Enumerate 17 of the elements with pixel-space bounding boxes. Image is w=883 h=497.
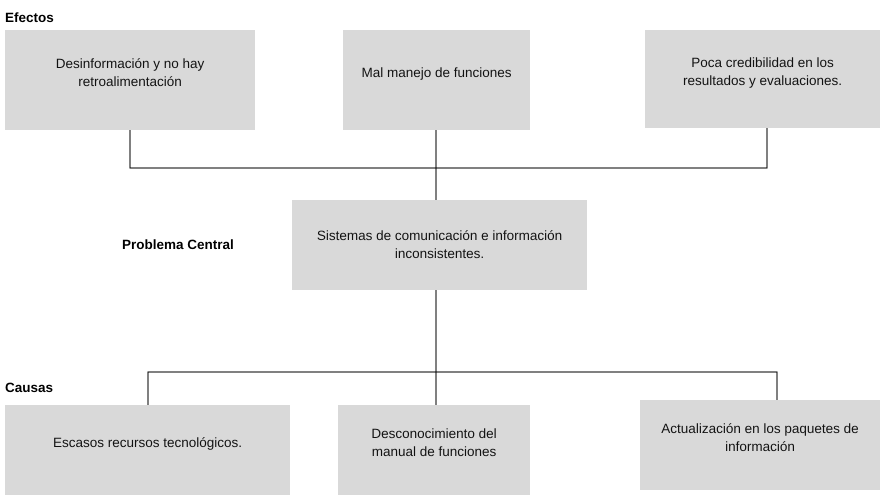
text-box — [640, 400, 880, 490]
text-box — [343, 30, 530, 130]
section-label: Efectos — [5, 10, 54, 25]
text-box — [645, 30, 880, 128]
text-box — [292, 200, 587, 290]
text-box — [5, 405, 290, 495]
box-text: Sistemas de comunicación e información inconsistentes. — [316, 226, 564, 263]
box-text: Desconocimiento del manual de funciones — [370, 424, 498, 461]
box-text: Desinformación y no hay retroalimentación — [54, 54, 206, 91]
section-label: Causas — [5, 380, 54, 395]
box-text: Mal manejo de funciones — [361, 64, 512, 82]
text-box — [5, 30, 255, 130]
text-box — [338, 405, 530, 495]
box-text: Escasos recursos tecnológicos. — [52, 434, 242, 452]
section-label: Problema Central — [122, 237, 234, 252]
box-text: Actualización en los paquetes de información — [660, 420, 860, 456]
box-text: Poca credibilidad en los resultados y evaluaciones. — [682, 54, 844, 90]
